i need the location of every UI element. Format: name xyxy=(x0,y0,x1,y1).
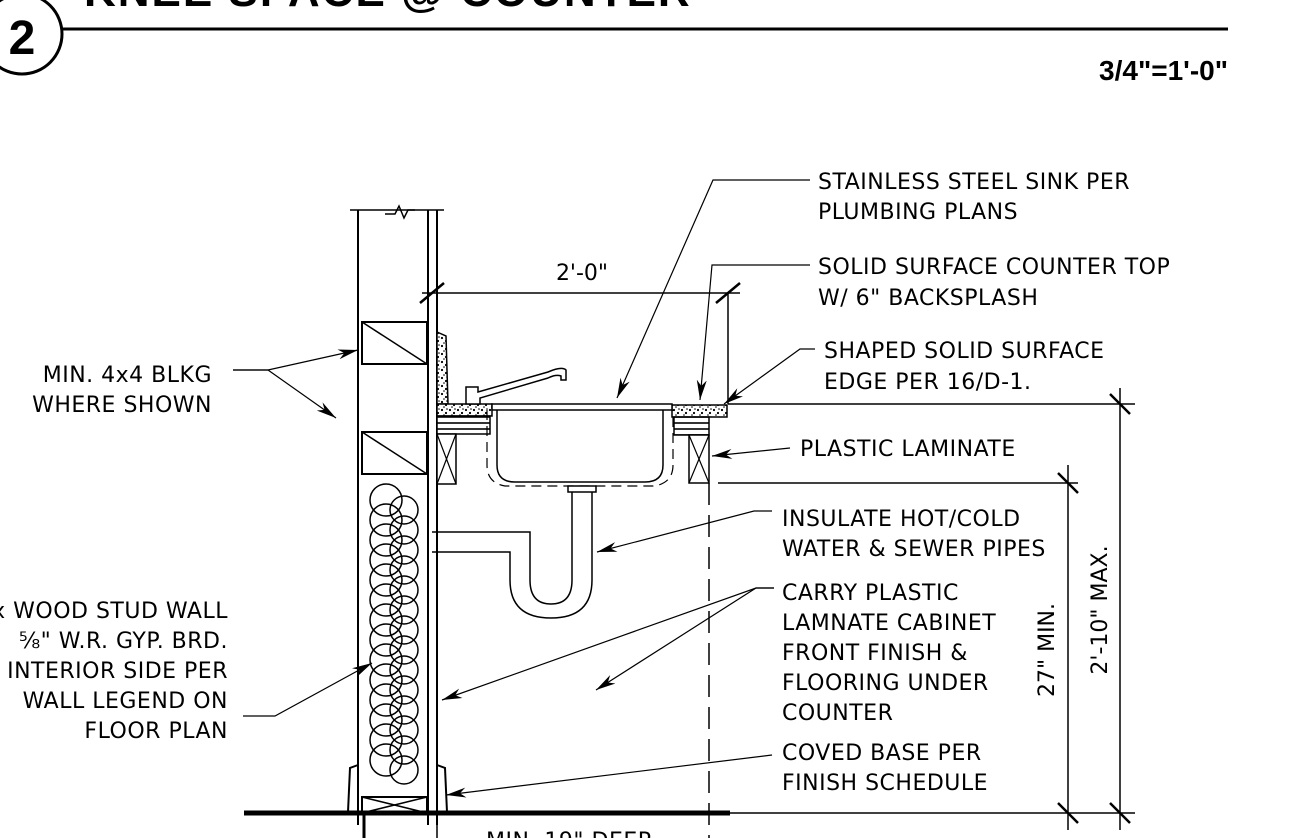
svg-text:SOLID SURFACE COUNTER TOP: SOLID SURFACE COUNTER TOP xyxy=(818,255,1170,280)
svg-text:W/ 6" BACKSPLASH: W/ 6" BACKSPLASH xyxy=(818,286,1038,311)
svg-text:LAMNATE CABINET: LAMNATE CABINET xyxy=(782,611,996,636)
svg-text:STAINLESS STEEL SINK PER: STAINLESS STEEL SINK PER xyxy=(818,170,1130,195)
laminate-left xyxy=(436,415,491,435)
p-trap xyxy=(432,486,573,605)
note-wall: x WOOD STUD WALL ⅝" W.R. GYP. BRD. INTER… xyxy=(0,599,228,744)
sink-skirt xyxy=(486,410,674,487)
svg-text:EDGE PER 16/D-1.: EDGE PER 16/D-1. xyxy=(824,370,1032,395)
svg-text:SHAPED SOLID SURFACE: SHAPED SOLID SURFACE xyxy=(824,339,1105,364)
countertop-left xyxy=(436,403,493,417)
svg-text:MIN. 4x4 BLKG: MIN. 4x4 BLKG xyxy=(43,363,212,388)
note-coved-base: COVED BASE PER FINISH SCHEDULE xyxy=(782,741,988,796)
dim-counter-height: 2'-10" MAX. xyxy=(1088,545,1113,674)
svg-text:INTERIOR SIDE PER: INTERIOR SIDE PER xyxy=(7,659,228,684)
batt-insulation xyxy=(369,483,419,785)
svg-text:x WOOD STUD WALL: x WOOD STUD WALL xyxy=(0,599,228,624)
detail-number: 2 xyxy=(9,12,36,65)
sink-bowl xyxy=(496,410,664,483)
detail-title: KNEE SPACE @ COUNTER xyxy=(84,0,692,16)
break-line xyxy=(385,204,415,220)
svg-text:WHERE SHOWN: WHERE SHOWN xyxy=(32,393,212,418)
dim-knee-height: 27" MIN. xyxy=(1035,603,1060,697)
tailpiece xyxy=(567,485,597,493)
note-carry-laminate: CARRY PLASTIC LAMNATE CABINET FRONT FINI… xyxy=(782,581,996,726)
svg-text:COUNTER: COUNTER xyxy=(782,701,893,726)
svg-text:PLASTIC LAMINATE: PLASTIC LAMINATE xyxy=(800,437,1016,462)
svg-text:CARRY PLASTIC: CARRY PLASTIC xyxy=(782,581,959,606)
coved-base xyxy=(347,764,359,813)
note-countertop: SOLID SURFACE COUNTER TOP W/ 6" BACKSPLA… xyxy=(818,255,1170,311)
leader-lines xyxy=(233,179,815,798)
dim-counter-depth: 2'-0" xyxy=(556,261,608,286)
svg-text:FRONT FINISH &: FRONT FINISH & xyxy=(782,641,968,666)
svg-text:FLOORING UNDER: FLOORING UNDER xyxy=(782,671,989,696)
backsplash xyxy=(436,330,449,405)
svg-text:INSULATE HOT/COLD: INSULATE HOT/COLD xyxy=(782,507,1021,532)
svg-text:WATER & SEWER PIPES: WATER & SEWER PIPES xyxy=(782,537,1046,562)
faucet xyxy=(465,367,567,405)
title-block: 2 KNEE SPACE @ COUNTER 3/4"=1'-0" xyxy=(0,0,1228,86)
drawing-scale: 3/4"=1'-0" xyxy=(1099,55,1228,86)
blocking-upper xyxy=(361,321,428,365)
detail-number-bubble xyxy=(0,0,64,76)
svg-text:⅝" W.R. GYP. BRD.: ⅝" W.R. GYP. BRD. xyxy=(19,629,228,654)
countertop-right xyxy=(671,404,728,418)
svg-text:PLUMBING PLANS: PLUMBING PLANS xyxy=(818,200,1018,225)
dimension-lines xyxy=(419,282,1135,830)
note-sink: STAINLESS STEEL SINK PER PLUMBING PLANS xyxy=(818,170,1130,225)
svg-text:WALL LEGEND ON: WALL LEGEND ON xyxy=(23,689,228,714)
sink-rim xyxy=(491,403,673,411)
note-blocking: MIN. 4x4 BLKG WHERE SHOWN xyxy=(32,363,212,418)
svg-text:COVED BASE PER: COVED BASE PER xyxy=(782,741,982,766)
laminate-right xyxy=(673,416,710,436)
note-edge: SHAPED SOLID SURFACE EDGE PER 16/D-1. xyxy=(824,339,1105,395)
note-insulate: INSULATE HOT/COLD WATER & SEWER PIPES xyxy=(782,507,1046,562)
note-laminate: PLASTIC LAMINATE xyxy=(800,437,1016,462)
blocking-lower xyxy=(361,431,428,475)
svg-text:FINISH SCHEDULE: FINISH SCHEDULE xyxy=(782,771,988,796)
svg-text:FLOOR PLAN: FLOOR PLAN xyxy=(84,719,228,744)
note-knee-depth: MIN. 19" DEEP xyxy=(486,829,652,838)
counter-assembly xyxy=(432,330,728,619)
